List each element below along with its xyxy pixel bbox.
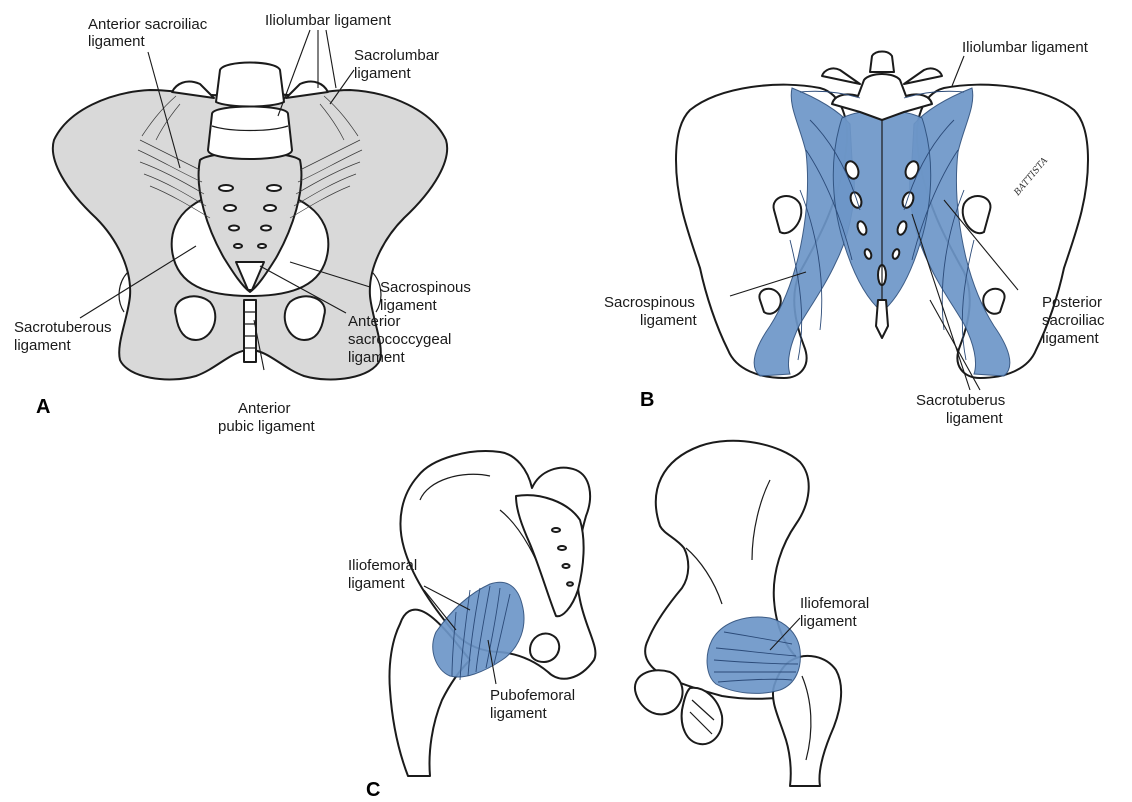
panel-label-b: B [640,389,654,411]
label-sacrolumbar-1: Sacrolumbar [354,47,439,64]
label-iliolumbar-a: Iliolumbar ligament [265,12,392,29]
panel-label-c: C [366,779,380,801]
label-anterior-pubic-2: pubic ligament [218,418,316,435]
label-anterior-sacrococcygeal-3: ligament [348,349,406,366]
label-sacrospinous-b-1: Sacrospinous [604,294,695,311]
panel-c-hip-joints: Iliofemoral ligament Pubofemoral ligamen… [348,441,869,801]
ischium-right [682,688,723,744]
label-sacrotuberous-1: Sacrotuberous [14,319,112,336]
pubic-symphysis [244,300,256,362]
panel-label-a: A [36,396,50,418]
label-iliofemoral-right-2: ligament [800,613,858,630]
label-posterior-sacroiliac-2: sacroiliac [1042,312,1105,329]
label-anterior-sacroiliac-1: Anterior sacroiliac [88,16,208,33]
label-posterior-sacroiliac-1: Posterior [1042,294,1102,311]
l4-vertebra [216,63,284,107]
label-anterior-sacroiliac-2: ligament [88,33,146,50]
label-anterior-pubic-1: Anterior [238,400,291,417]
label-sacrotuberous-2: ligament [14,337,72,354]
label-anterior-sacrococcygeal-1: Anterior [348,313,401,330]
label-iliofemoral-left-2: ligament [348,575,406,592]
label-sacrospinous-a-2: ligament [380,297,438,314]
label-anterior-sacrococcygeal-2: sacrococcygeal [348,331,451,348]
label-sacrospinous-a-1: Sacrospinous [380,279,471,296]
label-iliofemoral-right-1: Iliofemoral [800,595,869,612]
label-pubofemoral-2: ligament [490,705,548,722]
label-sacrospinous-b-2: ligament [640,312,698,329]
label-iliolumbar-b: Iliolumbar ligament [962,39,1089,56]
panel-b-posterior-pelvis: Iliolumbar ligament Sacrospinous ligamen… [604,39,1105,427]
obturator-foramen-right [285,296,325,340]
l5-vertebra [208,107,292,160]
label-sacrolumbar-2: ligament [354,65,412,82]
obturator-foramen-left [175,296,215,340]
label-sacrotuberus-1: Sacrotuberus [916,392,1005,409]
panel-a-anterior-pelvis: Anterior sacroiliac ligament Iliolumbar … [14,12,471,435]
label-iliofemoral-left-1: Iliofemoral [348,557,417,574]
label-posterior-sacroiliac-3: ligament [1042,330,1100,347]
label-sacrotuberus-2: ligament [946,410,1004,427]
label-pubofemoral-1: Pubofemoral [490,687,575,704]
